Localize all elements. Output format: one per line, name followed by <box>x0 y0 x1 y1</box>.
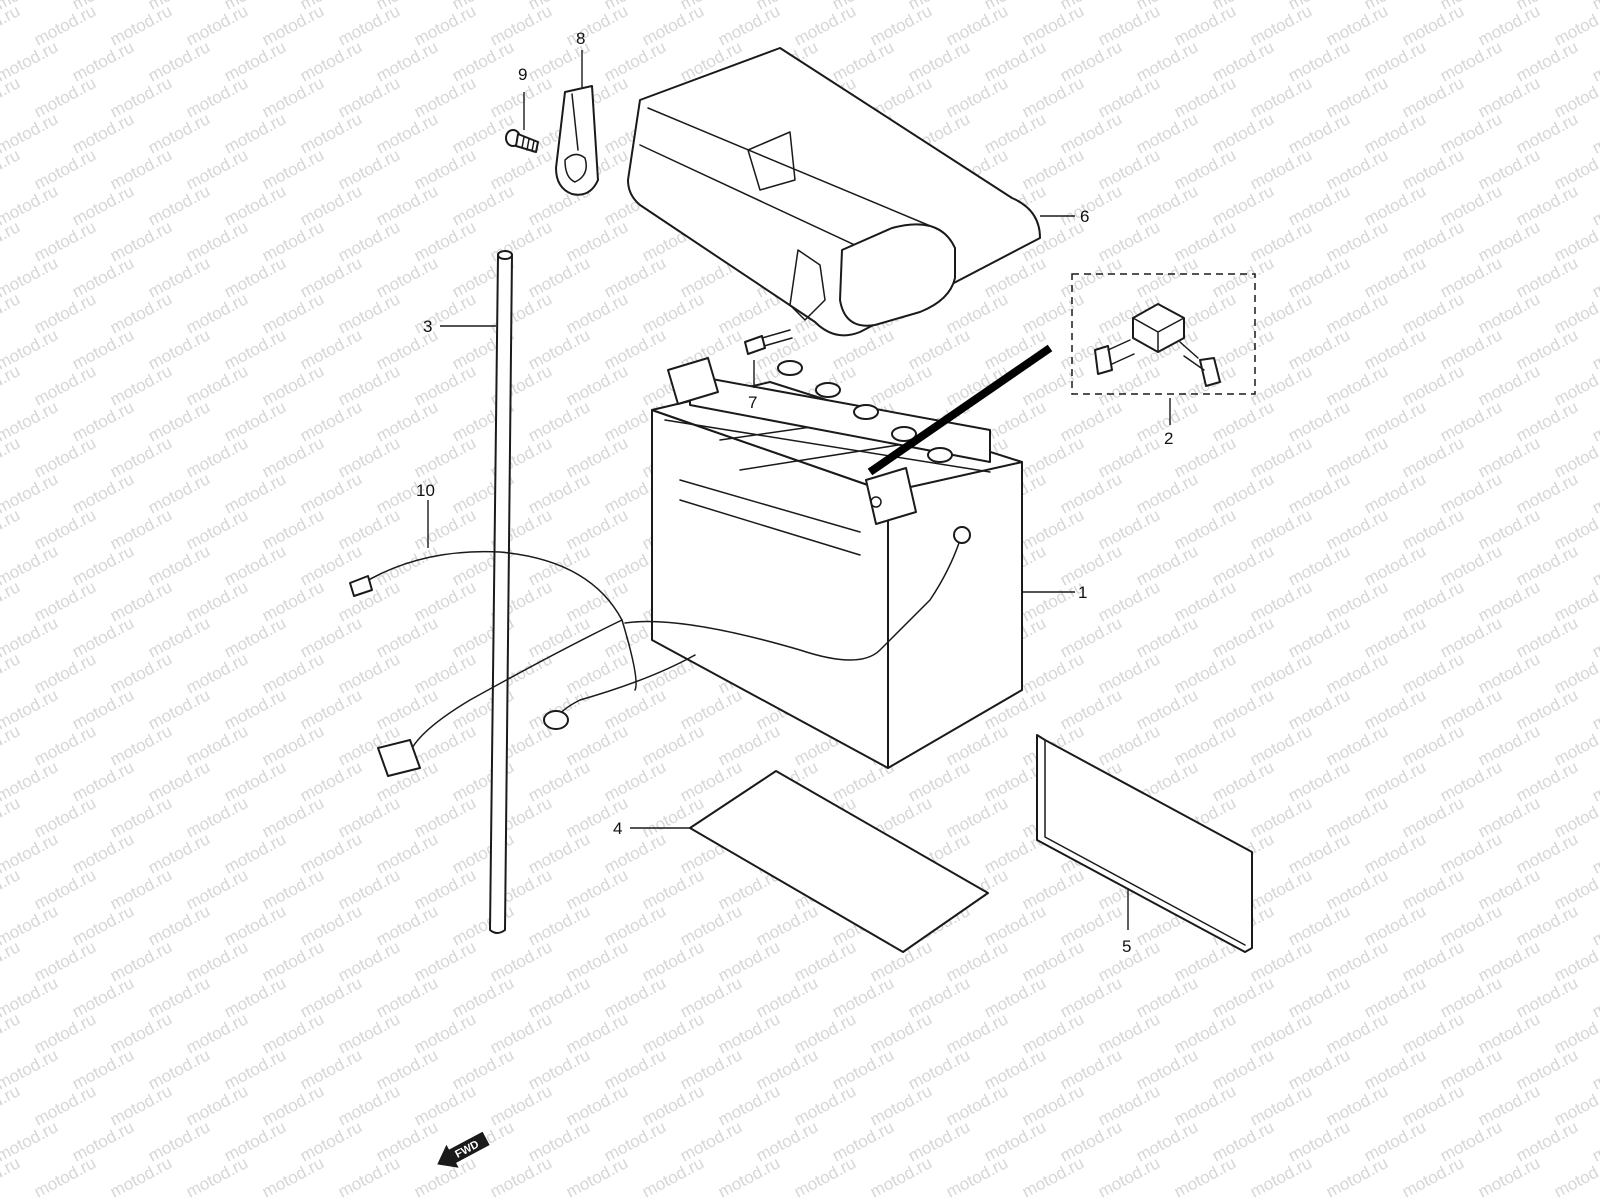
watermark-text: motod.ru <box>1551 1153 1600 1200</box>
watermark-text: motod.ru <box>0 73 23 121</box>
watermark-text: motod.ru <box>1589 829 1600 877</box>
watermark-text: motod.ru <box>1589 469 1600 517</box>
watermark-text: motod.ru <box>791 1153 859 1200</box>
clamp-part <box>555 85 599 196</box>
watermark-text: motod.ru <box>0 145 23 193</box>
watermark-text: motod.ru <box>639 1153 707 1200</box>
watermark-text: motod.ru <box>0 1153 23 1200</box>
watermark-text: motod.ru <box>1551 145 1600 193</box>
watermark-text: motod.ru <box>0 361 23 409</box>
watermark-text: motod.ru <box>1551 505 1600 553</box>
watermark-text: motod.ru <box>1475 1153 1543 1200</box>
watermark-text: motod.ru <box>1551 361 1600 409</box>
watermark-text: motod.ru <box>1323 1153 1391 1200</box>
watermark-text: motod.ru <box>0 577 23 625</box>
watermark-text: motod.ru <box>0 433 23 481</box>
callout-battery-cover: 6 <box>1080 207 1089 226</box>
watermark-text: motod.ru <box>1589 181 1600 229</box>
watermark-text: motod.ru <box>1589 613 1600 661</box>
watermark-text: motod.ru <box>1589 109 1600 157</box>
callout-clamp: 8 <box>576 29 585 48</box>
watermark-text: motod.ru <box>487 1153 555 1200</box>
watermark-text: motod.ru <box>0 721 23 769</box>
watermark-text: motod.ru <box>1589 685 1600 733</box>
watermark-text: motod.ru <box>563 1153 631 1200</box>
watermark-text: motod.ru <box>1247 1153 1315 1200</box>
watermark-text: motod.ru <box>1551 793 1600 841</box>
callout-breather-hose: 3 <box>423 317 432 336</box>
watermark-text: motod.ru <box>183 1153 251 1200</box>
watermark-text: motod.ru <box>0 649 23 697</box>
watermark-text: motod.ru <box>1019 1153 1087 1200</box>
watermark-text: motod.ru <box>0 1081 23 1129</box>
watermark-text: motod.ru <box>1551 433 1600 481</box>
watermark-text: motod.ru <box>1551 289 1600 337</box>
watermark-text: motod.ru <box>1551 649 1600 697</box>
watermark-text: motod.ru <box>0 793 23 841</box>
watermark-text: motod.ru <box>1551 577 1600 625</box>
callout-warning-label: 5 <box>1122 937 1131 956</box>
watermark-text: motod.ru <box>1589 901 1600 949</box>
watermark-text: motod.ru <box>1589 253 1600 301</box>
watermark-text: motod.ru <box>0 217 23 265</box>
warning-label <box>1036 734 1253 953</box>
watermark-text: motod.ru <box>1551 1081 1600 1129</box>
watermark-text: motod.ru <box>0 289 23 337</box>
watermark-text: motod.ru <box>1551 937 1600 985</box>
watermark-text: motod.ru <box>0 505 23 553</box>
watermark-text: motod.ru <box>1589 541 1600 589</box>
watermark-text: motod.ru <box>31 1153 99 1200</box>
watermark-text: motod.ru <box>0 937 23 985</box>
watermark-text: motod.ru <box>1589 973 1600 1021</box>
callout-lead-wire: 10 <box>416 481 435 500</box>
watermark-text: motod.ru <box>259 1153 327 1200</box>
watermark-text: motod.ru <box>1551 1009 1600 1057</box>
callout-bolt: 7 <box>748 393 757 412</box>
callout-terminal-kit: 2 <box>1164 429 1173 448</box>
callout-caution-label: 4 <box>613 819 622 838</box>
watermark-text: motod.ru <box>1399 1153 1467 1200</box>
watermark-text: motod.ru <box>335 1153 403 1200</box>
watermark-text: motod.ru <box>1589 325 1600 373</box>
watermark-text: motod.ru <box>1551 217 1600 265</box>
callout-screw: 9 <box>518 65 527 84</box>
watermark-text: motod.ru <box>0 1 23 49</box>
watermark-text: motod.ru <box>1551 721 1600 769</box>
watermark-text: motod.ru <box>943 1153 1011 1200</box>
watermark-text: motod.ru <box>1589 0 1600 14</box>
watermark-text: motod.ru <box>715 1153 783 1200</box>
watermark-text: motod.ru <box>0 1009 23 1057</box>
callout-battery: 1 <box>1078 583 1087 602</box>
watermark-text: motod.ru <box>1551 73 1600 121</box>
watermark-text: motod.ru <box>1589 1117 1600 1165</box>
watermark-text: motod.ru <box>1589 37 1600 85</box>
watermark-text: motod.ru <box>1589 757 1600 805</box>
watermark-text: motod.ru <box>1589 397 1600 445</box>
screw-part <box>505 129 539 153</box>
watermark-text: motod.ru <box>1095 1153 1163 1200</box>
watermark-text: motod.ru <box>1171 1153 1239 1200</box>
watermark-text: motod.ru <box>107 1153 175 1200</box>
watermark-text: motod.ru <box>1551 1 1600 49</box>
watermark-text: motod.ru <box>1589 1045 1600 1093</box>
watermark-text: motod.ru <box>0 865 23 913</box>
watermark-text: motod.ru <box>1551 865 1600 913</box>
watermark-text: motod.ru <box>867 1153 935 1200</box>
